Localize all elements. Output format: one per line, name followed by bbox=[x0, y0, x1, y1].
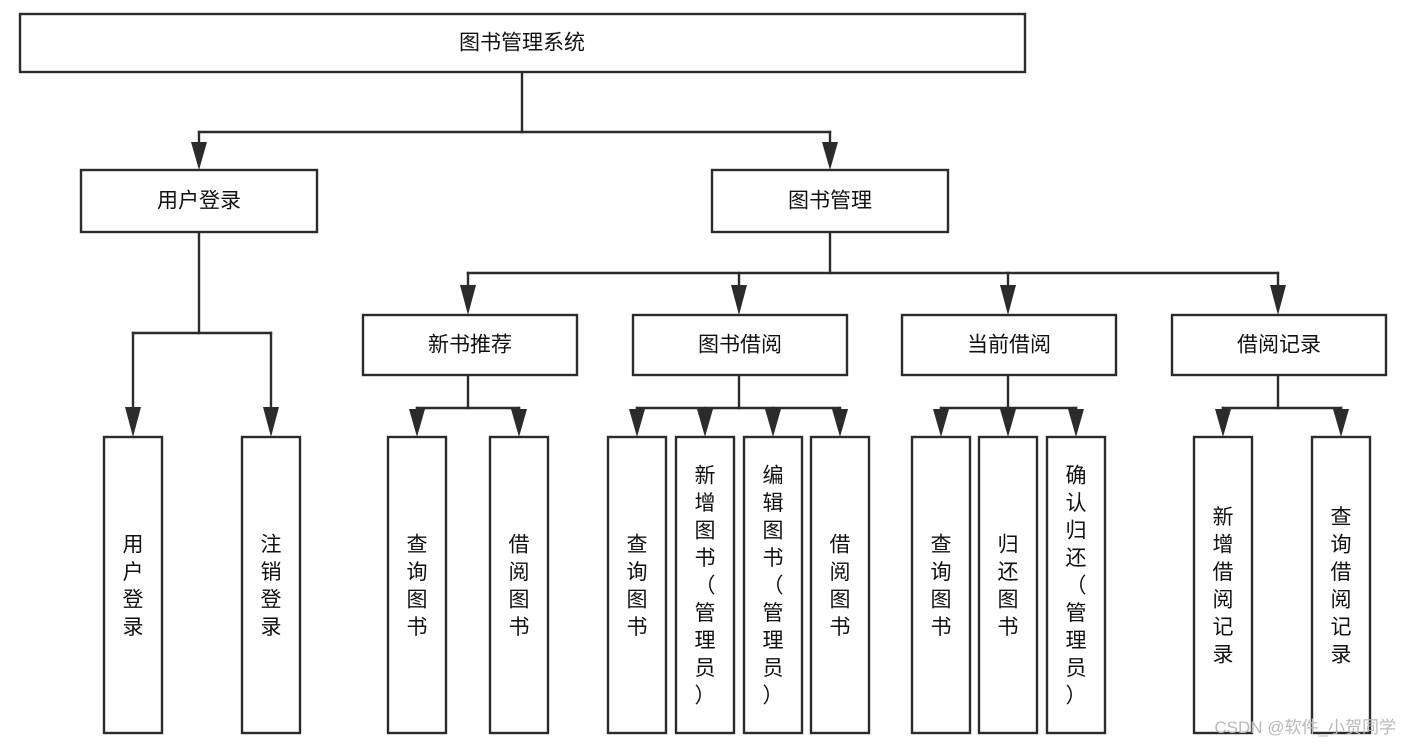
arrow-head-book-borrow bbox=[731, 285, 747, 315]
arrow-head-leaf-logout-login bbox=[263, 407, 279, 437]
arrow-head-leaf-borrow-book-1 bbox=[511, 409, 527, 437]
leaf-logout-login-label: 注销登录 bbox=[261, 533, 282, 639]
leaf-query-book-1[interactable]: 查询图书 bbox=[386, 435, 448, 735]
node-user-login[interactable]: 用户登录 bbox=[79, 168, 319, 234]
leaf-return-book[interactable]: 归还图书 bbox=[977, 435, 1039, 735]
node-new-book-recommend-box[interactable] bbox=[361, 313, 579, 377]
leaf-borrow-book-2-box[interactable] bbox=[809, 435, 871, 735]
arrow-head-leaf-query-book-1 bbox=[409, 409, 425, 437]
leaf-query-borrow-record[interactable]: 查询借阅记录 bbox=[1310, 435, 1372, 735]
arrow-head-leaf-borrow-book-2 bbox=[832, 409, 848, 437]
leaf-add-borrow-record-box[interactable] bbox=[1192, 435, 1254, 735]
arrow-head-leaf-user-login bbox=[125, 407, 141, 437]
leaf-edit-book-box[interactable] bbox=[742, 435, 804, 735]
leaf-query-book-3-label: 查询图书 bbox=[931, 533, 952, 639]
leaf-query-book-2[interactable]: 查询图书 bbox=[606, 435, 668, 735]
arrow-head-leaf-confirm-return bbox=[1068, 409, 1084, 437]
node-borrow-record-label: 借阅记录 bbox=[1237, 334, 1321, 357]
leaf-query-borrow-record-label: 查询借阅记录 bbox=[1331, 506, 1352, 667]
arrow-head-leaf-return-book bbox=[1000, 409, 1016, 437]
leaf-user-login[interactable]: 用户登录 bbox=[102, 435, 164, 735]
leaf-edit-book-label: 编辑图书（管理员） bbox=[763, 465, 784, 708]
leaf-add-borrow-record[interactable]: 新增借阅记录 bbox=[1192, 435, 1254, 735]
leaf-query-book-1-label: 查询图书 bbox=[407, 533, 428, 639]
leaf-logout-login-box[interactable] bbox=[240, 435, 302, 735]
leaf-confirm-return[interactable]: 确认归还（管理员） bbox=[1045, 435, 1107, 735]
node-root-box[interactable] bbox=[18, 12, 1027, 74]
node-book-borrow-label: 图书借阅 bbox=[698, 334, 782, 357]
leaf-user-login-box[interactable] bbox=[102, 435, 164, 735]
arrow-head-book-manage bbox=[822, 142, 838, 170]
node-book-manage[interactable]: 图书管理 bbox=[710, 168, 950, 234]
node-book-borrow-box[interactable] bbox=[631, 313, 849, 377]
arrow-head-leaf-add-borrow-record bbox=[1215, 409, 1231, 437]
node-book-manage-box[interactable] bbox=[710, 168, 950, 234]
arrow-head-user-login bbox=[191, 142, 207, 170]
csdn-watermark: CSDN @软件_小贺同学 bbox=[1214, 718, 1396, 737]
leaf-add-book[interactable]: 新增图书（管理员） bbox=[674, 435, 736, 735]
arrow-head-current-borrow bbox=[1000, 285, 1016, 315]
arrow-head-leaf-add-book bbox=[697, 409, 713, 437]
arrow-head-leaf-query-borrow-record bbox=[1333, 409, 1349, 437]
node-user-login-label: 用户登录 bbox=[157, 190, 241, 213]
node-root-label: 图书管理系统 bbox=[459, 32, 585, 55]
leaf-confirm-return-label: 确认归还（管理员） bbox=[1066, 465, 1087, 708]
leaf-user-login-label: 用户登录 bbox=[123, 533, 144, 639]
leaf-query-book-1-box[interactable] bbox=[386, 435, 448, 735]
leaf-borrow-book-2-label: 借阅图书 bbox=[830, 533, 851, 639]
arrow-head-borrow-record bbox=[1270, 285, 1286, 315]
leaf-return-book-label: 归还图书 bbox=[998, 533, 1019, 639]
node-current-borrow-box[interactable] bbox=[900, 313, 1118, 377]
leaf-borrow-book-1[interactable]: 借阅图书 bbox=[488, 435, 550, 735]
leaf-borrow-book-1-box[interactable] bbox=[488, 435, 550, 735]
node-current-borrow-label: 当前借阅 bbox=[967, 334, 1051, 357]
node-borrow-record[interactable]: 借阅记录 bbox=[1170, 313, 1388, 377]
leaf-add-book-label: 新增图书（管理员） bbox=[695, 465, 716, 708]
arrow-head-leaf-query-book-2 bbox=[629, 409, 645, 437]
leaf-borrow-book-1-label: 借阅图书 bbox=[509, 533, 530, 639]
leaf-edit-book[interactable]: 编辑图书（管理员） bbox=[742, 435, 804, 735]
leaf-add-borrow-record-label: 新增借阅记录 bbox=[1213, 506, 1234, 667]
arrow-head-new-book-recommend bbox=[460, 285, 476, 315]
node-current-borrow[interactable]: 当前借阅 bbox=[900, 313, 1118, 377]
node-user-login-box[interactable] bbox=[79, 168, 319, 234]
node-borrow-record-box[interactable] bbox=[1170, 313, 1388, 377]
leaf-return-book-box[interactable] bbox=[977, 435, 1039, 735]
node-new-book-recommend[interactable]: 新书推荐 bbox=[361, 313, 579, 377]
arrow-head-leaf-query-book-3 bbox=[933, 409, 949, 437]
leaf-query-book-3[interactable]: 查询图书 bbox=[910, 435, 972, 735]
leaf-add-book-box[interactable] bbox=[674, 435, 736, 735]
node-new-book-recommend-label: 新书推荐 bbox=[428, 334, 512, 357]
leaf-query-borrow-record-box[interactable] bbox=[1310, 435, 1372, 735]
leaf-query-book-2-label: 查询图书 bbox=[627, 533, 648, 639]
node-book-borrow[interactable]: 图书借阅 bbox=[631, 313, 849, 377]
connector-layer bbox=[125, 70, 1349, 437]
leaf-borrow-book-2[interactable]: 借阅图书 bbox=[809, 435, 871, 735]
leaf-query-book-2-box[interactable] bbox=[606, 435, 668, 735]
arrow-head-leaf-edit-book bbox=[765, 409, 781, 437]
node-root[interactable]: 图书管理系统 bbox=[18, 12, 1027, 74]
leaf-query-book-3-box[interactable] bbox=[910, 435, 972, 735]
leaf-confirm-return-box[interactable] bbox=[1045, 435, 1107, 735]
leaf-logout-login[interactable]: 注销登录 bbox=[240, 435, 302, 735]
node-book-manage-label: 图书管理 bbox=[788, 190, 872, 213]
